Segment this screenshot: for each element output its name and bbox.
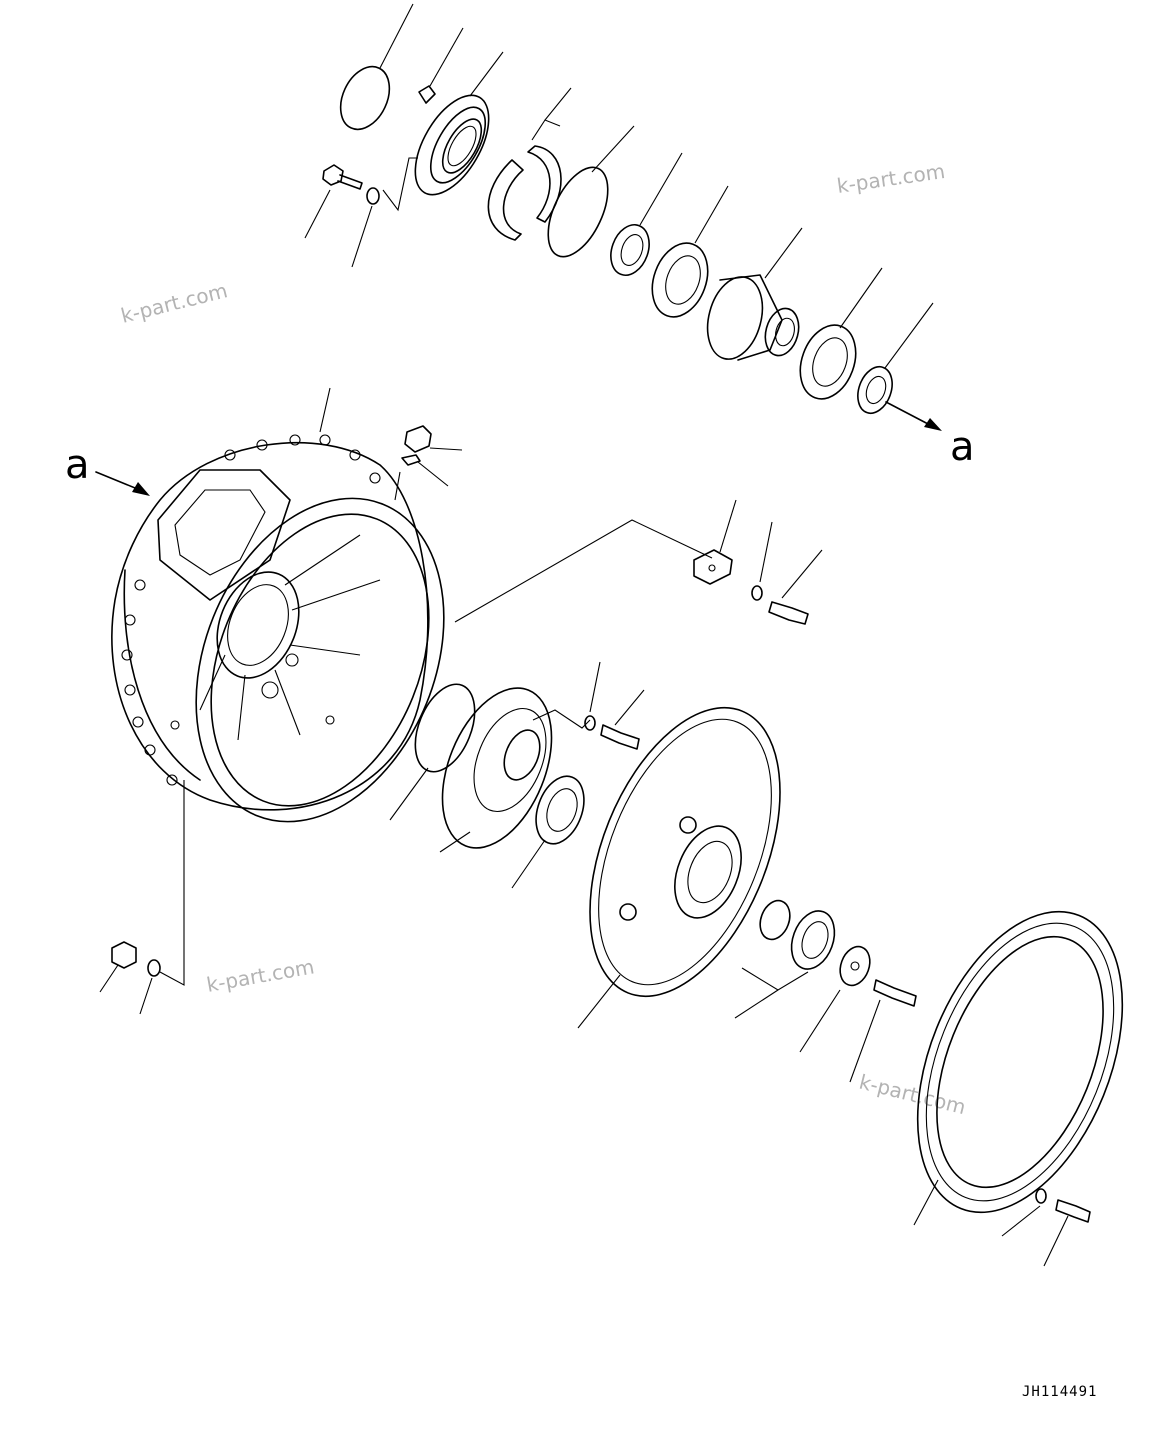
inner-flange-outer (195, 497, 445, 823)
callout-a-right: a (950, 424, 975, 470)
bolt-5 (1055, 1199, 1091, 1223)
o-ring-3 (414, 683, 476, 773)
drain-plug-assembly (99, 780, 185, 1015)
bolt-1 (322, 164, 363, 190)
lock-nut (857, 365, 893, 415)
gear-hub (706, 274, 800, 361)
center-bore (216, 571, 300, 679)
ring-gear-fasteners (1001, 1188, 1091, 1267)
watermark-2: k-part.com (118, 278, 229, 328)
bearing-5 (790, 910, 836, 970)
bolt-3 (600, 724, 640, 750)
bearing-3 (799, 324, 857, 400)
arrow-left (95, 471, 141, 491)
watermark-1: k-part.com (835, 159, 946, 198)
thrust-plate (839, 945, 871, 987)
lower-small-parts (734, 899, 917, 1083)
bracket (693, 549, 733, 585)
washer-1 (366, 187, 380, 205)
inner-flange-inner (210, 513, 430, 807)
top-assembly: a (304, 3, 975, 470)
bolt-4 (873, 979, 917, 1007)
washer-2 (751, 585, 763, 601)
plug (418, 85, 436, 104)
drawing-number: JH114491 (1022, 1384, 1097, 1400)
drain-plug-gasket (147, 959, 161, 977)
washer-3 (584, 715, 596, 731)
washer-5 (1035, 1188, 1047, 1204)
housing-bolt-holes (121, 434, 381, 786)
ring-gear (913, 910, 1124, 1226)
watermark-4: k-part.com (857, 1070, 968, 1120)
bushing (759, 899, 791, 941)
housing-ribs (199, 534, 381, 741)
arrow-right (885, 401, 931, 426)
flanged-cover (441, 687, 553, 849)
bearing-2 (651, 242, 709, 318)
middle-assembly (389, 661, 645, 889)
bolt-2 (768, 601, 809, 625)
callout-a-left: a (65, 442, 90, 488)
watermark-3: k-part.com (205, 954, 316, 997)
drain-plug (111, 941, 137, 969)
snap-ring-pair (487, 145, 562, 241)
bearing-cover (414, 94, 490, 196)
o-ring-large (339, 65, 391, 131)
bearing-4 (535, 775, 585, 845)
bearing-1 (610, 224, 650, 276)
carrier-disc (577, 706, 781, 1029)
o-ring-2 (547, 166, 609, 258)
bracket-assembly (454, 499, 823, 625)
main-housing: a (65, 387, 463, 823)
breather-fitting (401, 425, 432, 466)
